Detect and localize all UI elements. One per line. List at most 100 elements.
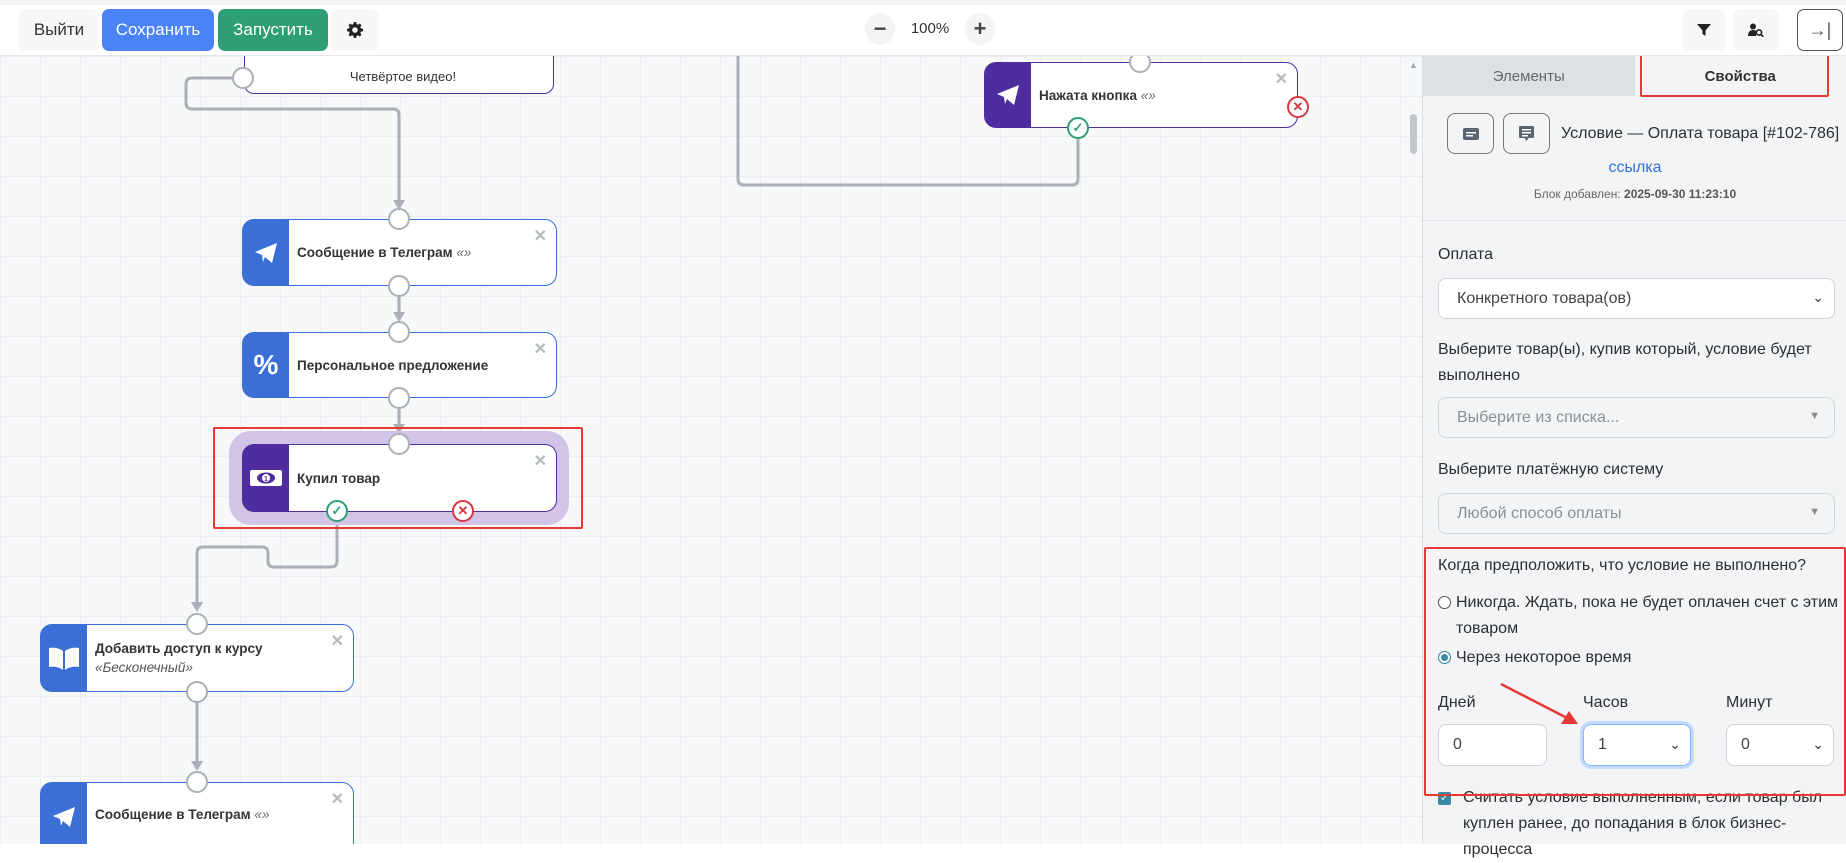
close-icon[interactable]: ✕	[331, 631, 344, 651]
node-title: Четвёртое видео!	[245, 56, 553, 93]
radio-never[interactable]: Никогда. Ждать, пока не будет оплачен сч…	[1438, 590, 1838, 642]
node-port[interactable]	[388, 208, 410, 230]
node-subtitle: «Бесконечный»	[95, 660, 263, 675]
minutes-label: Минут	[1726, 690, 1772, 716]
percent-icon: %	[243, 333, 289, 397]
node-port[interactable]	[186, 771, 208, 793]
checkbox-checked-icon[interactable]: ✓	[1438, 792, 1451, 805]
paysystem-label: Выберите платёжную систему	[1438, 457, 1663, 483]
properties-panel: Элементы Свойства Условие — Оплата товар…	[1422, 56, 1846, 844]
zoom-in-button[interactable]: +	[965, 13, 995, 45]
radio-never-label: Никогда. Ждать, пока не будет оплачен сч…	[1456, 590, 1838, 642]
hours-value: 1	[1598, 736, 1607, 754]
block-added-label: Блок добавлен:	[1534, 187, 1621, 201]
exit-button[interactable]: Выйти	[19, 9, 99, 51]
radio-button[interactable]	[1438, 596, 1451, 609]
node-quote: «»	[456, 245, 471, 260]
zoom-out-button[interactable]: −	[865, 13, 895, 45]
payment-label: Оплата	[1438, 242, 1493, 268]
telegram-icon	[243, 220, 289, 285]
caret-down-icon: ▼	[1809, 506, 1820, 518]
svg-text:1: 1	[264, 476, 268, 483]
close-icon[interactable]: ✕	[534, 451, 547, 471]
already-purchased-checkbox[interactable]: ✓ Считать условие выполненным, если товар…	[1438, 785, 1838, 863]
node-port[interactable]	[186, 613, 208, 635]
save-button[interactable]: Сохранить	[102, 9, 214, 51]
divider	[1423, 220, 1846, 221]
workflow-node[interactable]: Четвёртое видео!	[244, 56, 554, 94]
user-search-button[interactable]	[1733, 9, 1779, 51]
node-port[interactable]	[232, 67, 254, 89]
filter-button[interactable]	[1683, 9, 1725, 51]
checkbox-label: Считать условие выполненным, если товар …	[1463, 785, 1838, 863]
block-added-info: Блок добавлен: 2025-09-30 11:23:10	[1423, 187, 1846, 201]
success-port-icon[interactable]: ✓	[1067, 117, 1089, 139]
node-port[interactable]	[388, 433, 410, 455]
gear-icon	[347, 22, 363, 38]
tab-elements[interactable]: Элементы	[1423, 56, 1635, 96]
node-title: Сообщение в Телеграм	[95, 807, 251, 822]
node-port[interactable]	[388, 387, 410, 409]
scroll-up-icon[interactable]: ▲	[1409, 60, 1418, 70]
book-icon	[41, 625, 87, 691]
node-port[interactable]	[186, 681, 208, 703]
chevron-down-icon: ⌄	[1812, 289, 1824, 306]
chevron-down-icon: ⌄	[1812, 736, 1824, 753]
payment-select[interactable]: Конкретного товара(ов) ⌄	[1438, 278, 1835, 319]
connection-lines	[0, 56, 1422, 844]
workflow-canvas[interactable]: Четвёртое видео! Нажата кнопка «» ✕ ✓ ✕ …	[0, 56, 1422, 844]
products-select[interactable]: Выберите из списка... ▼	[1438, 397, 1835, 438]
toolbar: Выйти Сохранить Запустить − 100% + →|	[0, 0, 1846, 56]
minutes-select[interactable]: 0⌄	[1726, 724, 1834, 766]
days-input[interactable]: 0	[1438, 724, 1547, 766]
canvas-scrollbar[interactable]: ▲	[1408, 56, 1420, 844]
telegram-icon	[41, 783, 87, 844]
block-added-value: 2025-09-30 11:23:10	[1624, 187, 1736, 201]
node-title: Купил товар	[297, 471, 380, 486]
connection-line	[197, 522, 337, 610]
close-icon[interactable]: ✕	[331, 789, 344, 809]
paysystem-placeholder: Любой способ оплаты	[1457, 505, 1621, 523]
success-port-icon[interactable]: ✓	[326, 500, 348, 522]
caret-down-icon: ▼	[1809, 410, 1820, 422]
node-title: Нажата кнопка	[1039, 88, 1137, 103]
close-icon[interactable]: ✕	[1275, 69, 1288, 89]
comment-button[interactable]	[1503, 113, 1550, 154]
paysystem-select[interactable]: Любой способ оплаты ▼	[1438, 493, 1835, 534]
comment-icon	[1519, 126, 1534, 142]
zoom-level: 100%	[905, 20, 955, 37]
days-label: Дней	[1438, 690, 1476, 716]
tab-properties[interactable]: Свойства	[1635, 56, 1846, 96]
radio-after-label: Через некоторое время	[1456, 645, 1631, 671]
radio-after[interactable]: Через некоторое время	[1438, 645, 1631, 671]
radio-button-selected[interactable]	[1438, 651, 1451, 664]
node-port[interactable]	[388, 321, 410, 343]
filter-icon	[1697, 23, 1711, 37]
close-icon[interactable]: ✕	[534, 226, 547, 246]
fail-port-icon[interactable]: ✕	[1287, 96, 1309, 118]
block-link[interactable]: ссылка	[1423, 159, 1846, 177]
minutes-value: 0	[1741, 736, 1750, 754]
collapse-panel-button[interactable]: →|	[1797, 9, 1843, 51]
telegram-icon	[985, 63, 1031, 127]
settings-button[interactable]	[331, 9, 378, 51]
node-quote: «»	[254, 807, 269, 822]
products-placeholder: Выберите из списка...	[1457, 409, 1619, 427]
money-icon: 1	[243, 445, 289, 511]
connection-line	[186, 78, 399, 208]
node-quote: «»	[1141, 88, 1156, 103]
fail-question: Когда предположить, что условие не выпол…	[1438, 553, 1806, 579]
run-button[interactable]: Запустить	[218, 9, 328, 51]
payment-select-value: Конкретного товара(ов)	[1457, 290, 1631, 308]
fail-port-icon[interactable]: ✕	[452, 500, 474, 522]
hours-select[interactable]: 1⌄	[1583, 724, 1691, 766]
hours-label: Часов	[1583, 690, 1628, 716]
products-label: Выберите товар(ы), купив который, услови…	[1438, 337, 1833, 389]
node-port[interactable]	[388, 275, 410, 297]
description-button[interactable]	[1447, 113, 1494, 154]
block-title: Условие — Оплата товара [#102-786]	[1561, 125, 1839, 143]
node-title: Персональное предложение	[297, 358, 488, 373]
close-icon[interactable]: ✕	[534, 339, 547, 359]
note-icon	[1463, 127, 1479, 141]
scrollbar-thumb[interactable]	[1410, 114, 1417, 154]
